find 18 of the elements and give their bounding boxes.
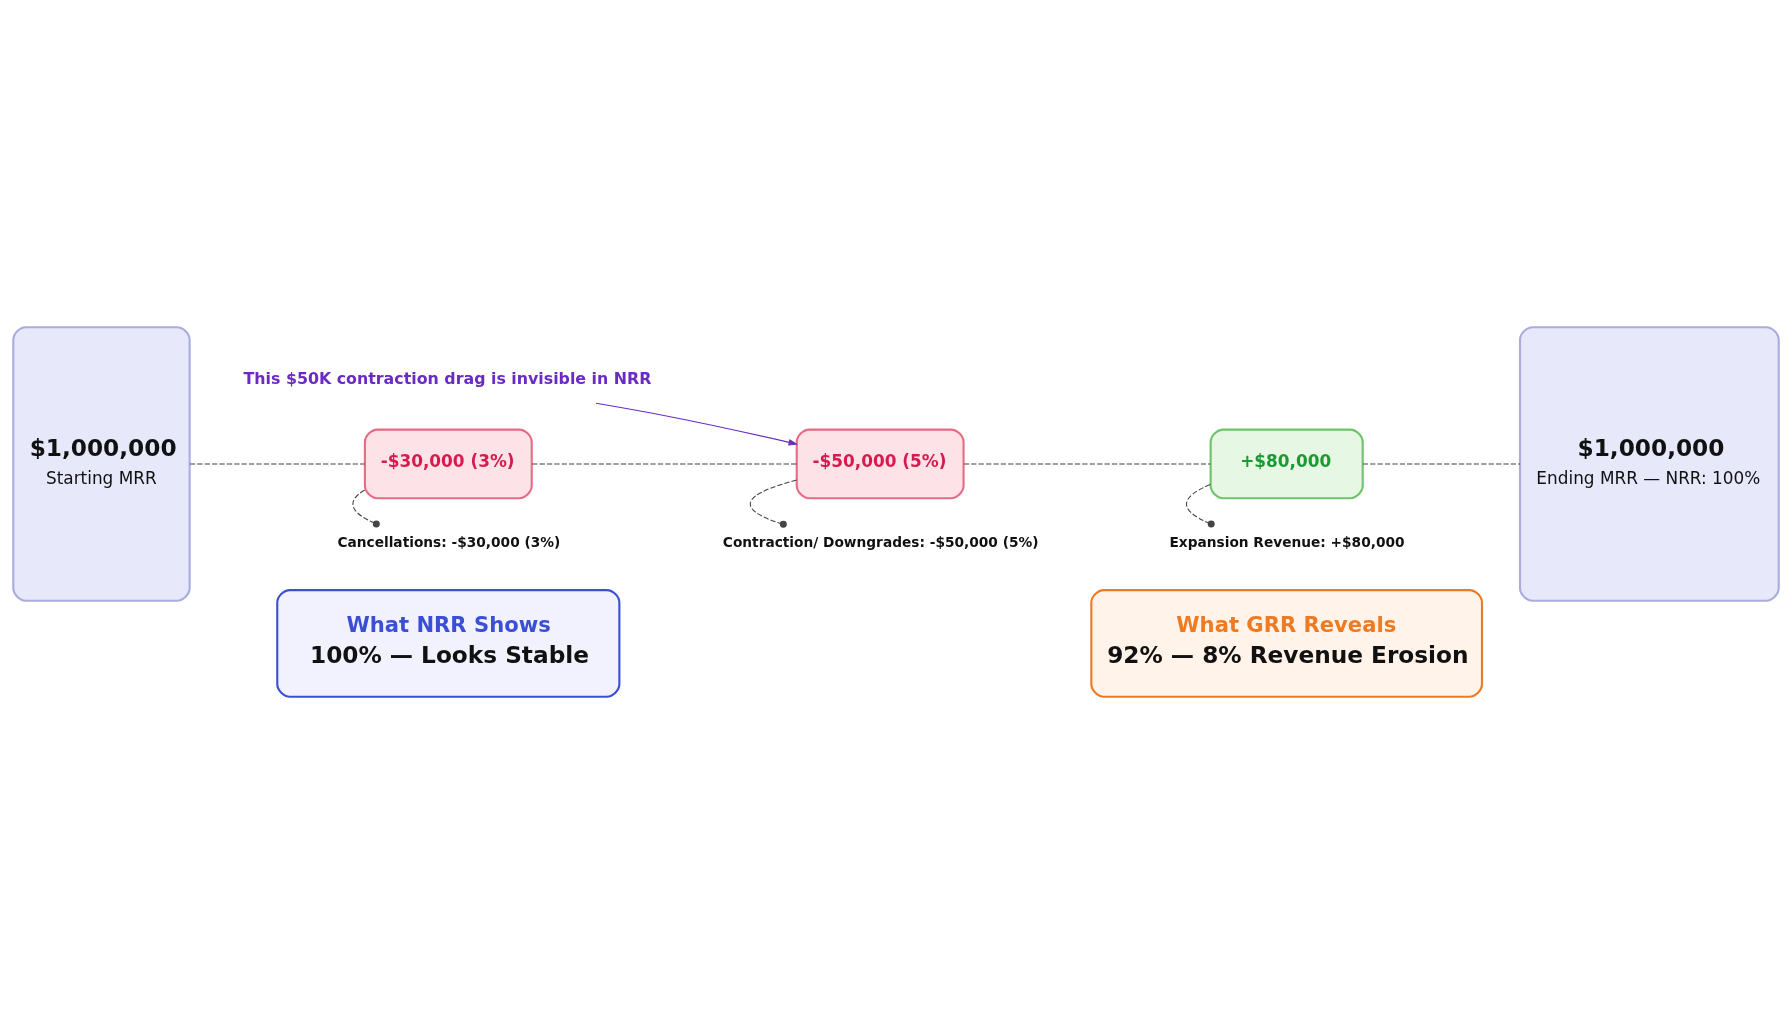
node-text: This $50K contraction drag is invisible in NRR	[243, 368, 652, 388]
node-box: -$50,000 (5%)	[795, 428, 965, 500]
node-text: Cancellations: -$30,000 (3%)	[337, 533, 561, 550]
node-box: $1,000,000 Starting MRR	[12, 326, 191, 602]
node-box: What NRR Shows 100% — Looks Stable	[276, 589, 621, 698]
connector	[1186, 483, 1215, 528]
connector	[1362, 463, 1521, 465]
connector	[352, 489, 380, 528]
arrow	[595, 402, 799, 446]
node-box: -$30,000 (3%)	[363, 428, 533, 500]
node-box: $1,000,000 Ending MRR — NRR: 100%	[1518, 326, 1780, 602]
connector	[189, 463, 366, 465]
node-box: What GRR Reveals 92% — 8% Revenue Erosion	[1090, 589, 1484, 698]
connector	[963, 463, 1211, 465]
connector	[749, 479, 798, 528]
node-text: Contraction/ Downgrades: -$50,000 (5%)	[722, 533, 1039, 550]
node-text: Expansion Revenue: +$80,000	[1169, 533, 1405, 550]
node-box: +$80,000	[1209, 428, 1364, 500]
